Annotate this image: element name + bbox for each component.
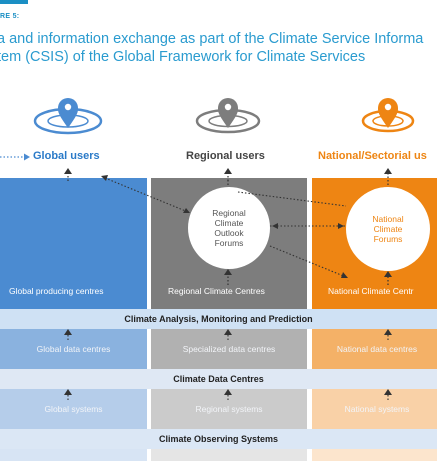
national-users-label: National/Sectorial us — [318, 150, 427, 162]
regional-forum-line-1: Regional — [212, 208, 246, 218]
national-climate-forums: National Climate Forums — [346, 187, 430, 271]
regional-forum-line-2: Climate — [214, 218, 244, 228]
diagonal-connectors — [104, 177, 347, 278]
regional-forum-line-3: Outlook — [214, 228, 244, 238]
regional-climate-centres-label: Regional Climate Centres — [168, 286, 265, 296]
climate-analysis-band: Climate Analysis, Monitoring and Predict… — [0, 309, 437, 329]
national-bottom-strip — [312, 449, 437, 461]
global-bottom-strip — [0, 449, 147, 461]
diagonal-arrow-heads — [101, 175, 348, 278]
user-arrow-heads — [64, 168, 392, 174]
national-location-pin-icon — [361, 98, 415, 133]
global-location-pin-icon — [33, 98, 103, 135]
accent-bar — [0, 0, 28, 4]
figure-title-line-2: tem (CSIS) of the Global Framework for C… — [0, 49, 366, 65]
national-systems: National systems — [312, 389, 437, 429]
global-users-incoming-arrow — [0, 153, 30, 161]
figure-title-line-1: a and information exchange as part of th… — [0, 31, 424, 47]
global-systems: Global systems — [0, 389, 147, 429]
regional-climate-outlook-forums: Regional Climate Outlook Forums — [188, 187, 270, 269]
row-arrow-heads — [64, 329, 392, 395]
national-forum-line-1: National — [372, 214, 404, 224]
centre-up-arrows — [227, 272, 389, 285]
centre-arrow-heads — [224, 269, 392, 277]
global-data-centres: Global data centres — [0, 329, 147, 369]
figure-label: RE 5: — [0, 13, 20, 20]
national-climate-centres-label: National Climate Centr — [328, 286, 414, 296]
specialized-data-centres: Specialized data centres — [151, 329, 307, 369]
climate-observing-systems-band: Climate Observing Systems — [0, 429, 437, 449]
climate-data-centres-band: Climate Data Centres — [0, 369, 437, 389]
regional-forum-line-4: Forums — [214, 238, 244, 248]
regional-systems: Regional systems — [151, 389, 307, 429]
global-producing-centres-label: Global producing centres — [9, 286, 104, 296]
national-data-centres: National data centres — [312, 329, 437, 369]
regional-location-pin-icon — [195, 98, 261, 134]
regional-bottom-strip — [151, 449, 307, 461]
regional-users-label: Regional users — [186, 150, 265, 162]
national-forum-line-3: Forums — [373, 234, 403, 244]
global-users-label: Global users — [33, 150, 100, 162]
national-forum-line-2: Climate — [373, 224, 403, 234]
figure-title: a and information exchange as part of th… — [0, 30, 437, 66]
